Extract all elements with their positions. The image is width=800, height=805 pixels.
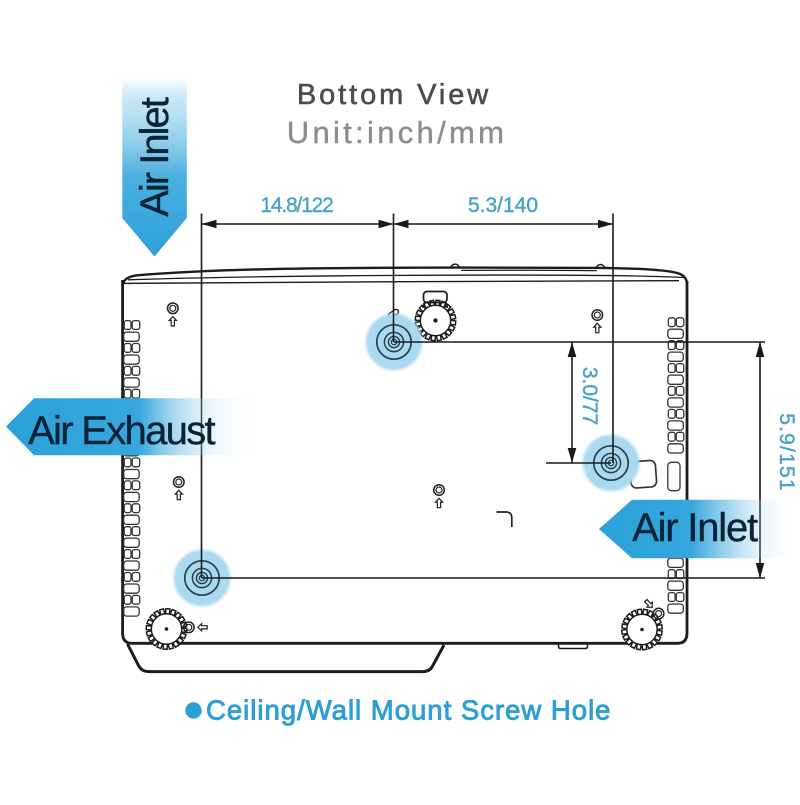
svg-text:5.9/151: 5.9/151 [775,413,798,491]
svg-text:Air Inlet: Air Inlet [133,97,177,216]
svg-text:Unit:inch/mm: Unit:inch/mm [287,115,507,150]
svg-text:14.8/122: 14.8/122 [260,194,333,217]
svg-text:Ceiling/Wall Mount Screw Hole: Ceiling/Wall Mount Screw Hole [206,695,611,726]
svg-text:Bottom View: Bottom View [297,79,491,111]
svg-text:Air Inlet: Air Inlet [632,506,758,550]
svg-text:5.3/140: 5.3/140 [468,194,538,217]
svg-text:Air Exhaust: Air Exhaust [28,409,215,453]
svg-text:3.0/77: 3.0/77 [578,367,601,425]
